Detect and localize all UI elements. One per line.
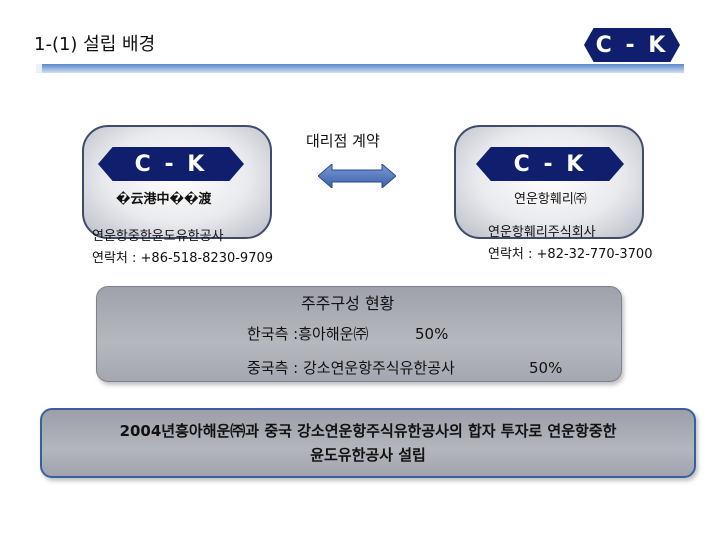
ck-header-logo: C - K bbox=[584, 28, 680, 62]
right-ck-logo: C - K bbox=[476, 147, 624, 181]
right-company-name: 연운항훼리주식회사 bbox=[488, 225, 596, 240]
left-company-info: 연운항중한윤도유한공사 연락처 : +86-518-8230-9709 bbox=[92, 226, 273, 270]
korea-share-label: 한국측 :흥아해운㈜ bbox=[247, 325, 369, 343]
china-share-label: 중국측 : 강소연운항주식유한공사 bbox=[247, 359, 455, 377]
right-company-box bbox=[454, 125, 644, 239]
right-ck-logo-text: C - K bbox=[513, 151, 587, 177]
double-arrow-icon bbox=[318, 164, 396, 188]
right-company-subtitle: 연운항훼리㈜ bbox=[514, 192, 587, 207]
summary-line-2: 윤도유한공사 설립 bbox=[310, 446, 426, 464]
korea-share-pct: 50% bbox=[415, 325, 449, 343]
left-ck-logo: C - K bbox=[98, 147, 244, 181]
left-company-contact: 연락처 : +86-518-8230-9709 bbox=[92, 251, 274, 266]
right-company-info: 연운항훼리주식회사 연락처 : +82-32-770-3700 bbox=[488, 222, 652, 266]
slide-title: 1-(1) 설립 배경 bbox=[34, 34, 156, 55]
left-company-box bbox=[82, 125, 272, 239]
china-share-pct: 50% bbox=[529, 359, 563, 377]
shareholder-title: 주주구성 현황 bbox=[301, 294, 395, 313]
right-company-contact: 연락처 : +82-32-770-3700 bbox=[488, 247, 653, 262]
ck-header-logo-text: C - K bbox=[595, 32, 669, 58]
left-company-subtitle: �云港中��渡 bbox=[116, 192, 212, 207]
header-divider bbox=[36, 64, 684, 73]
summary-panel: 2004년흥아해운㈜과 중국 강소연운항주식유한공사의 합자 투자로 연운항중한… bbox=[40, 408, 696, 478]
summary-line-1: 2004년흥아해운㈜과 중국 강소연운항주식유한공사의 합자 투자로 연운항중한 bbox=[119, 422, 617, 440]
left-company-name: 연운항중한윤도유한공사 bbox=[92, 229, 224, 244]
shareholder-panel: 주주구성 현황 한국측 :흥아해운㈜ 50% 중국측 : 강소연운항주식유한공사… bbox=[96, 286, 622, 382]
left-ck-logo-text: C - K bbox=[134, 151, 208, 177]
contract-label: 대리점 계약 bbox=[306, 132, 380, 150]
